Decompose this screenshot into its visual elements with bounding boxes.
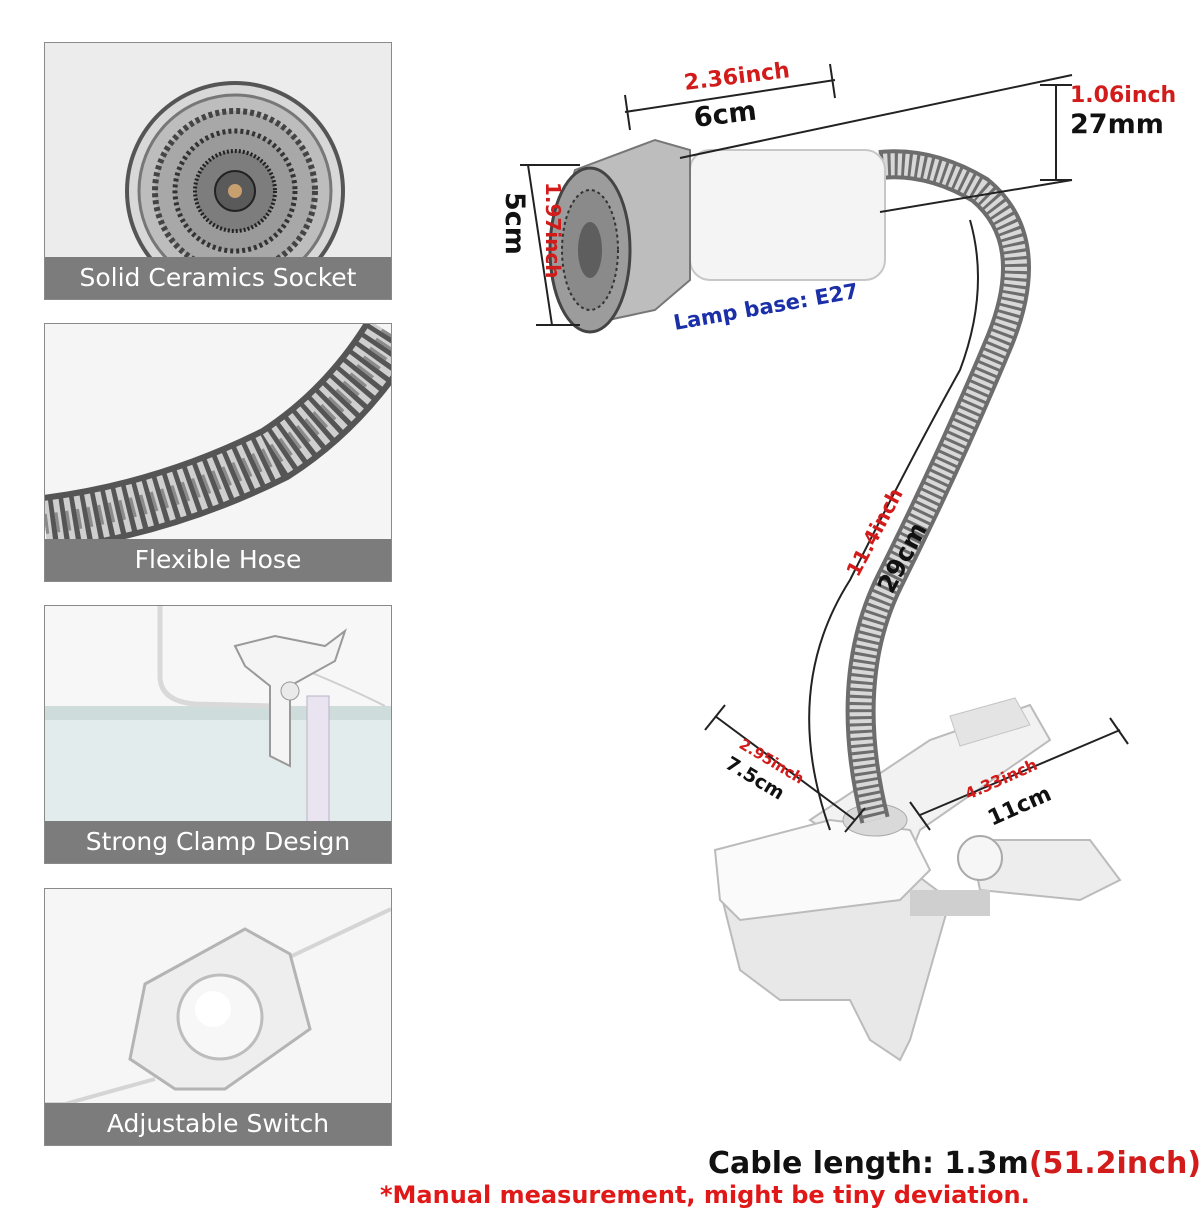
feature-caption: Flexible Hose: [45, 539, 391, 581]
cable-length-note: Cable length: 1.3m(51.2inch): [708, 1146, 1200, 1181]
neck-inch-label: 1.06inch: [1070, 83, 1176, 108]
clamp-lamp-diagram: 2.36inch 6cm 1.06inch 27mm 1.97inch 5cm …: [499, 58, 1176, 1062]
lamp-base-label: Lamp base: E27: [672, 279, 860, 335]
head-diameter-inch-label: 1.97inch: [541, 182, 565, 279]
switch-icon: [45, 907, 391, 1106]
lamp-illustration: 2.36inch 6cm 1.06inch 27mm 1.97inch 5cm …: [480, 40, 1200, 1150]
measurement-disclaimer: *Manual measurement, might be tiny devia…: [380, 1181, 1030, 1209]
feature-panel-socket: Solid Ceramics Socket: [44, 42, 392, 300]
cable-length-inch: (51.2inch): [1028, 1146, 1200, 1181]
feature-panel-hose: Flexible Hose: [44, 323, 392, 582]
feature-panel-clamp: Strong Clamp Design: [44, 605, 392, 864]
neck-mm-label: 27mm: [1070, 109, 1164, 140]
feature-caption: Strong Clamp Design: [45, 821, 391, 863]
feature-caption: Solid Ceramics Socket: [45, 257, 391, 299]
head-length-inch-label: 2.36inch: [683, 58, 791, 96]
feature-panel-switch: Adjustable Switch: [44, 888, 392, 1146]
cable-length-label: Cable length: 1.3m: [708, 1146, 1029, 1181]
ceramic-socket-icon: [125, 81, 345, 299]
head-diameter-cm-label: 5cm: [499, 192, 530, 255]
flexible-hose-icon: [45, 324, 391, 553]
feature-caption: Adjustable Switch: [45, 1103, 391, 1145]
head-length-cm-label: 6cm: [692, 96, 758, 134]
